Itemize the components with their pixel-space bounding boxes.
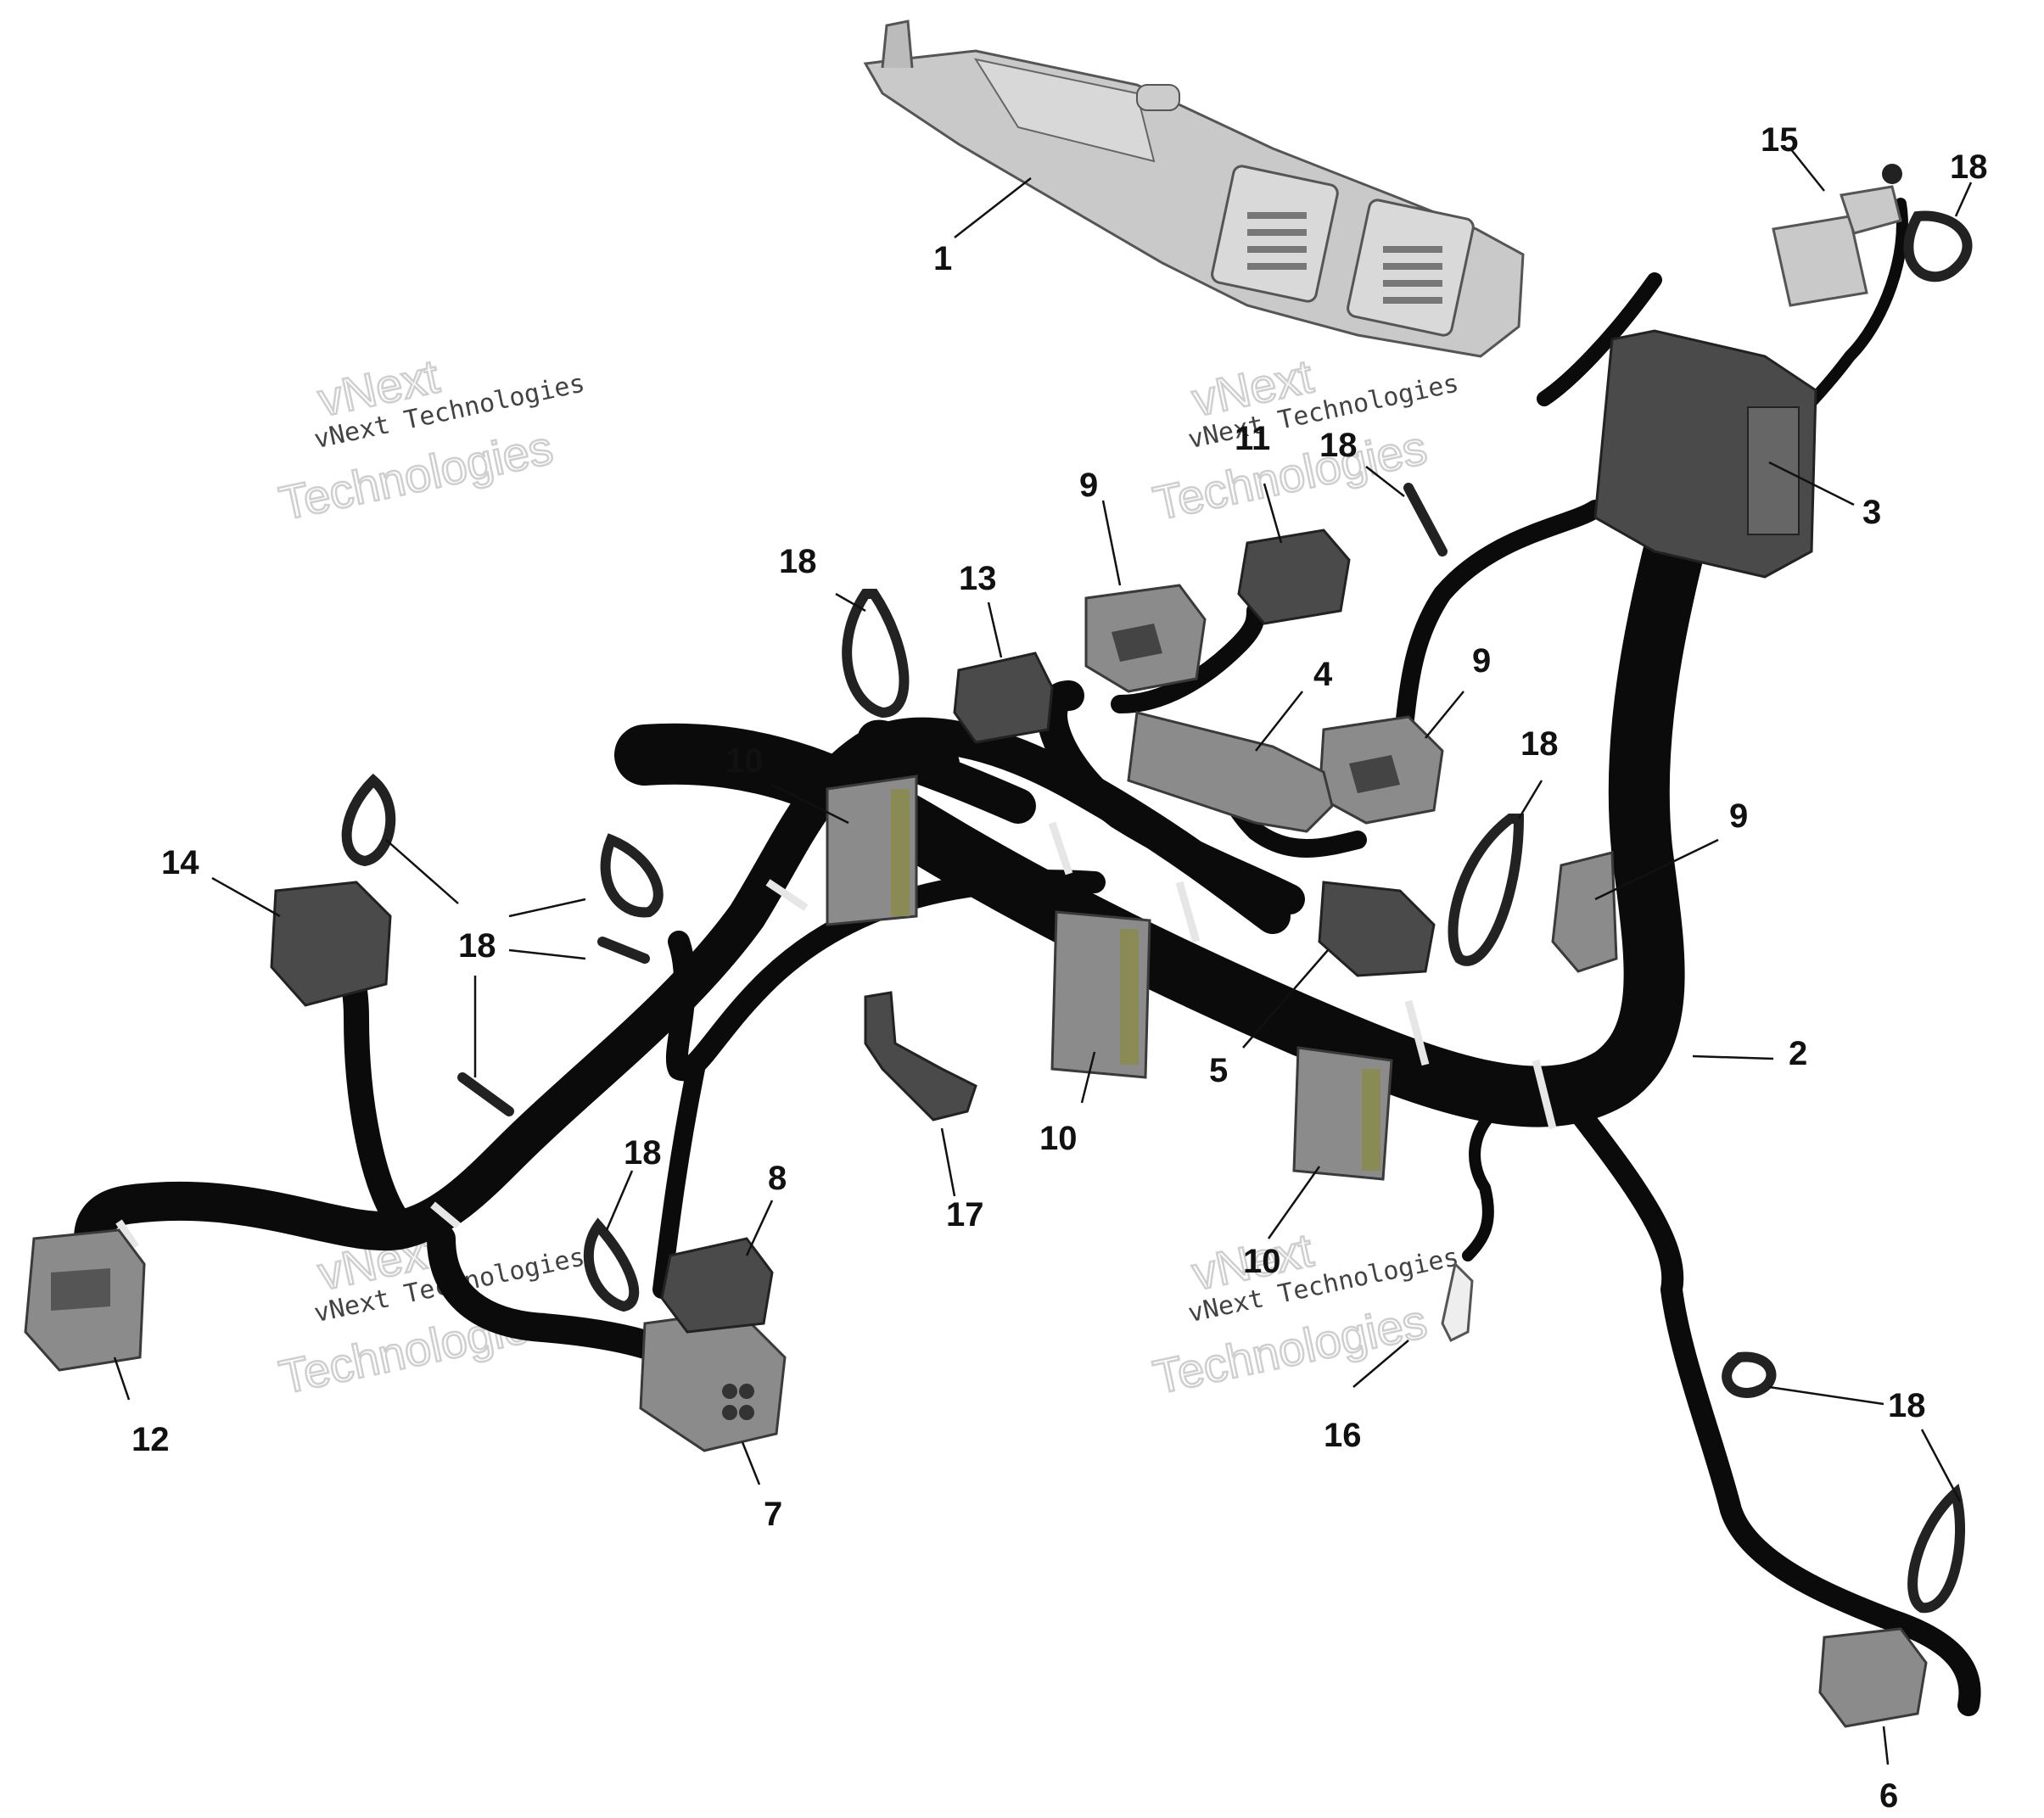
callout-18-b: 18 (1319, 427, 1358, 464)
callout-18-c: 18 (779, 543, 817, 580)
callout-15: 15 (1761, 121, 1799, 159)
callout-7: 7 (764, 1496, 782, 1533)
callout-16: 16 (1324, 1417, 1362, 1454)
watermark-top-left: vNext vNext Technologies Technologies (274, 348, 588, 531)
cable-tie-18-d (1448, 814, 1525, 966)
callout-10-b: 10 (1039, 1120, 1078, 1157)
callout-13: 13 (959, 560, 997, 597)
connector-part-8 (660, 1237, 774, 1334)
ground-terminal-part-16 (1441, 1261, 1474, 1343)
callout-18-f: 18 (624, 1134, 662, 1172)
connector-part-12 (24, 1228, 146, 1372)
connector-part-6 (1818, 1627, 1928, 1728)
callout-18-e: 18 (458, 927, 496, 965)
callout-18-a: 18 (1950, 148, 1988, 186)
callout-10-c: 10 (1243, 1243, 1281, 1280)
connector-part-10-c (1292, 1046, 1393, 1181)
callout-9-a: 9 (1079, 467, 1098, 504)
connector-part-10-a (826, 775, 918, 926)
cable-ties-part-18 (341, 210, 1973, 1614)
callout-3: 3 (1862, 494, 1881, 531)
callout-11: 11 (1235, 420, 1270, 457)
cable-tie-18-j (1722, 1351, 1777, 1398)
callout-17: 17 (946, 1196, 984, 1233)
callout-14: 14 (161, 844, 199, 881)
component-part-4 (1127, 711, 1334, 833)
cable-tie-18-b (1903, 210, 1973, 282)
callout-9-b: 9 (1472, 642, 1491, 680)
callout-18-d: 18 (1520, 725, 1559, 763)
watermark-bottom-right: vNext vNext Technologies Technologies (1148, 1222, 1462, 1405)
callout-8: 8 (768, 1160, 787, 1197)
callout-labels: 1 2 3 4 5 6 7 8 9 9 9 10 10 10 11 12 13 … (132, 121, 1988, 1815)
cable-tie-18-f (600, 833, 664, 918)
connector-part-13 (953, 652, 1054, 744)
callout-1: 1 (933, 240, 952, 277)
ecu-module-part (863, 20, 1525, 358)
cable-tie-18-a (842, 589, 910, 719)
callout-18-g: 18 (1888, 1387, 1926, 1424)
connector-part-5 (1318, 881, 1436, 977)
connector-part-11 (1237, 529, 1351, 625)
connector-part-3 (1593, 329, 1817, 579)
cable-tie-18-i (583, 1217, 640, 1312)
cable-tie-18-e (341, 773, 396, 867)
cable-tie-18-g (597, 937, 650, 964)
callout-2: 2 (1789, 1035, 1807, 1072)
callout-10-a: 10 (725, 742, 764, 780)
callout-6: 6 (1879, 1777, 1898, 1815)
cable-tie-18-k (1907, 1483, 1966, 1614)
cable-tie-18-c (1403, 483, 1448, 557)
connector-part-14 (270, 881, 392, 1007)
clip-part-17 (864, 991, 977, 1122)
callout-12: 12 (132, 1421, 170, 1458)
callout-9-c: 9 (1729, 797, 1748, 835)
cable-tie-18-h (457, 1072, 514, 1116)
connector-part-15 (1772, 164, 1902, 307)
leader-lines (113, 148, 1973, 1765)
connector-part-7 (639, 1309, 787, 1452)
connector-part-9-b (1318, 715, 1444, 825)
connector-part-9-a (1084, 584, 1207, 693)
watermark-top-right: vNext vNext Technologies Technologies (1148, 348, 1462, 531)
connector-part-10-b (1050, 910, 1151, 1079)
connector-part-9-c (1551, 851, 1618, 973)
callout-4: 4 (1313, 656, 1333, 693)
callout-5: 5 (1209, 1052, 1228, 1089)
